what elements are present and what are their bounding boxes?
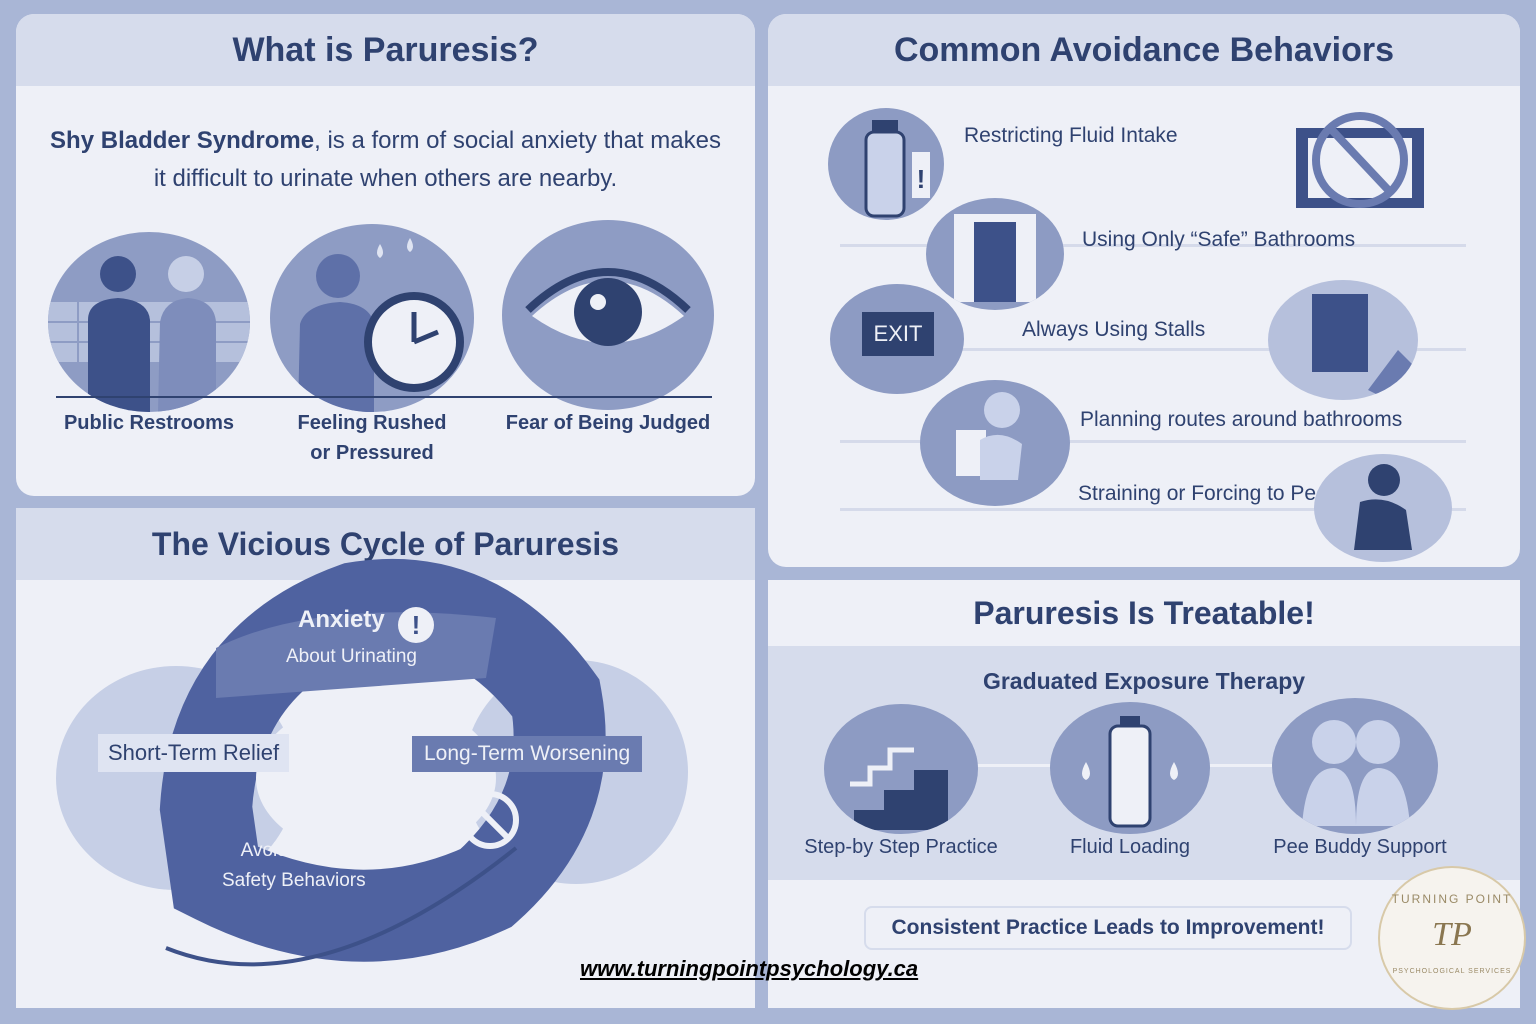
label-step-practice: Step-by Step Practice: [804, 836, 998, 858]
buddy-support-icon: [1272, 698, 1438, 834]
label-fear-judged: Fear of Being Judged: [505, 412, 711, 434]
intro-bold: Shy Bladder Syndrome: [50, 127, 315, 154]
label-restricting-fluid: Restricting Fluid Intake: [964, 124, 1178, 147]
divider: [840, 244, 1466, 247]
label-feeling-rushed-2: or Pressured: [310, 442, 434, 464]
panel-avoidance-behaviors: Common Avoidance Behaviors ! Restricting…: [768, 14, 1520, 567]
straining-person-icon: [1314, 454, 1452, 562]
label-safe-bathrooms: Using Only “Safe” Bathrooms: [1082, 228, 1356, 251]
label-feeling-rushed: Feeling Rushed or Pressured: [270, 408, 474, 468]
panel-title: Common Avoidance Behaviors: [768, 14, 1520, 86]
eye-icon: [502, 220, 714, 410]
improvement-banner: Consistent Practice Leads to Improvement…: [864, 906, 1352, 950]
door-icon: [926, 198, 1064, 310]
label-planning-routes: Planning routes around bathrooms: [1080, 408, 1403, 431]
logo-top-text: TURNING POINT: [1391, 892, 1513, 906]
cycle-about: About Urinating: [286, 646, 417, 667]
panel-title: What is Paruresis?: [16, 14, 755, 86]
label-public-restrooms: Public Restrooms: [63, 412, 235, 434]
panel-vicious-cycle: The Vicious Cycle of Paruresis ! Anxiety…: [16, 508, 755, 1008]
svg-text:!: !: [412, 610, 421, 640]
subtitle: Graduated Exposure Therapy: [982, 668, 1306, 694]
stairs-icon: [824, 704, 978, 834]
label-straining: Straining or Forcing to Pee: [1078, 482, 1328, 505]
exit-sign-icon: EXIT: [830, 284, 964, 394]
intro-line2: it difficult to urinate when others are …: [153, 165, 618, 192]
divider: [840, 348, 1466, 351]
exit-text: EXIT: [862, 312, 934, 356]
cycle-avoid-1: Avoidance &: [240, 840, 347, 861]
divider: [840, 508, 1466, 511]
label-always-stalls: Always Using Stalls: [1022, 318, 1206, 341]
map-door-icon: [1268, 280, 1418, 400]
cycle-avoid-2: Safety Behaviors: [222, 870, 366, 891]
cycle-worsening: Long-Term Worsening: [412, 736, 643, 772]
divider: [840, 440, 1466, 443]
svg-text:!: !: [917, 164, 926, 194]
cycle-anxiety: Anxiety: [298, 606, 385, 633]
turning-point-logo: TURNING POINT TP PSYCHOLOGICAL SERVICES: [1378, 866, 1526, 1010]
bottle-drops-icon: [1050, 702, 1210, 834]
logo-initials: TP: [1432, 916, 1472, 953]
logo-bottom-text: PSYCHOLOGICAL SERVICES: [1392, 968, 1512, 975]
intro-text: Shy Bladder Syndrome, is a form of socia…: [16, 122, 755, 198]
cycle-relief: Short-Term Relief: [98, 734, 290, 772]
label-feeling-rushed-1: Feeling Rushed: [297, 412, 447, 434]
water-bottle-icon: !: [828, 108, 944, 220]
website-link[interactable]: www.turningpointpsychology.ca: [580, 956, 919, 981]
panel-what-is-paruresis: What is Paruresis? Shy Bladder Syndrome,…: [16, 14, 755, 496]
toilet-person-icon: [920, 380, 1070, 506]
cycle-diagram: !: [56, 559, 688, 967]
panel-title: Paruresis Is Treatable!: [768, 580, 1520, 646]
cycle-avoid: Avoidance & Safety Behaviors: [222, 836, 366, 896]
clock-sweat-icon: [270, 224, 474, 412]
label-pee-buddy: Pee Buddy Support: [1273, 836, 1447, 858]
divider: [56, 396, 712, 398]
intro-rest: , is a form of social anxiety that makes: [314, 127, 721, 154]
no-bathtub-icon: [1288, 108, 1432, 212]
restroom-people-icon: [48, 232, 250, 412]
label-fluid-loading: Fluid Loading: [1069, 836, 1191, 858]
